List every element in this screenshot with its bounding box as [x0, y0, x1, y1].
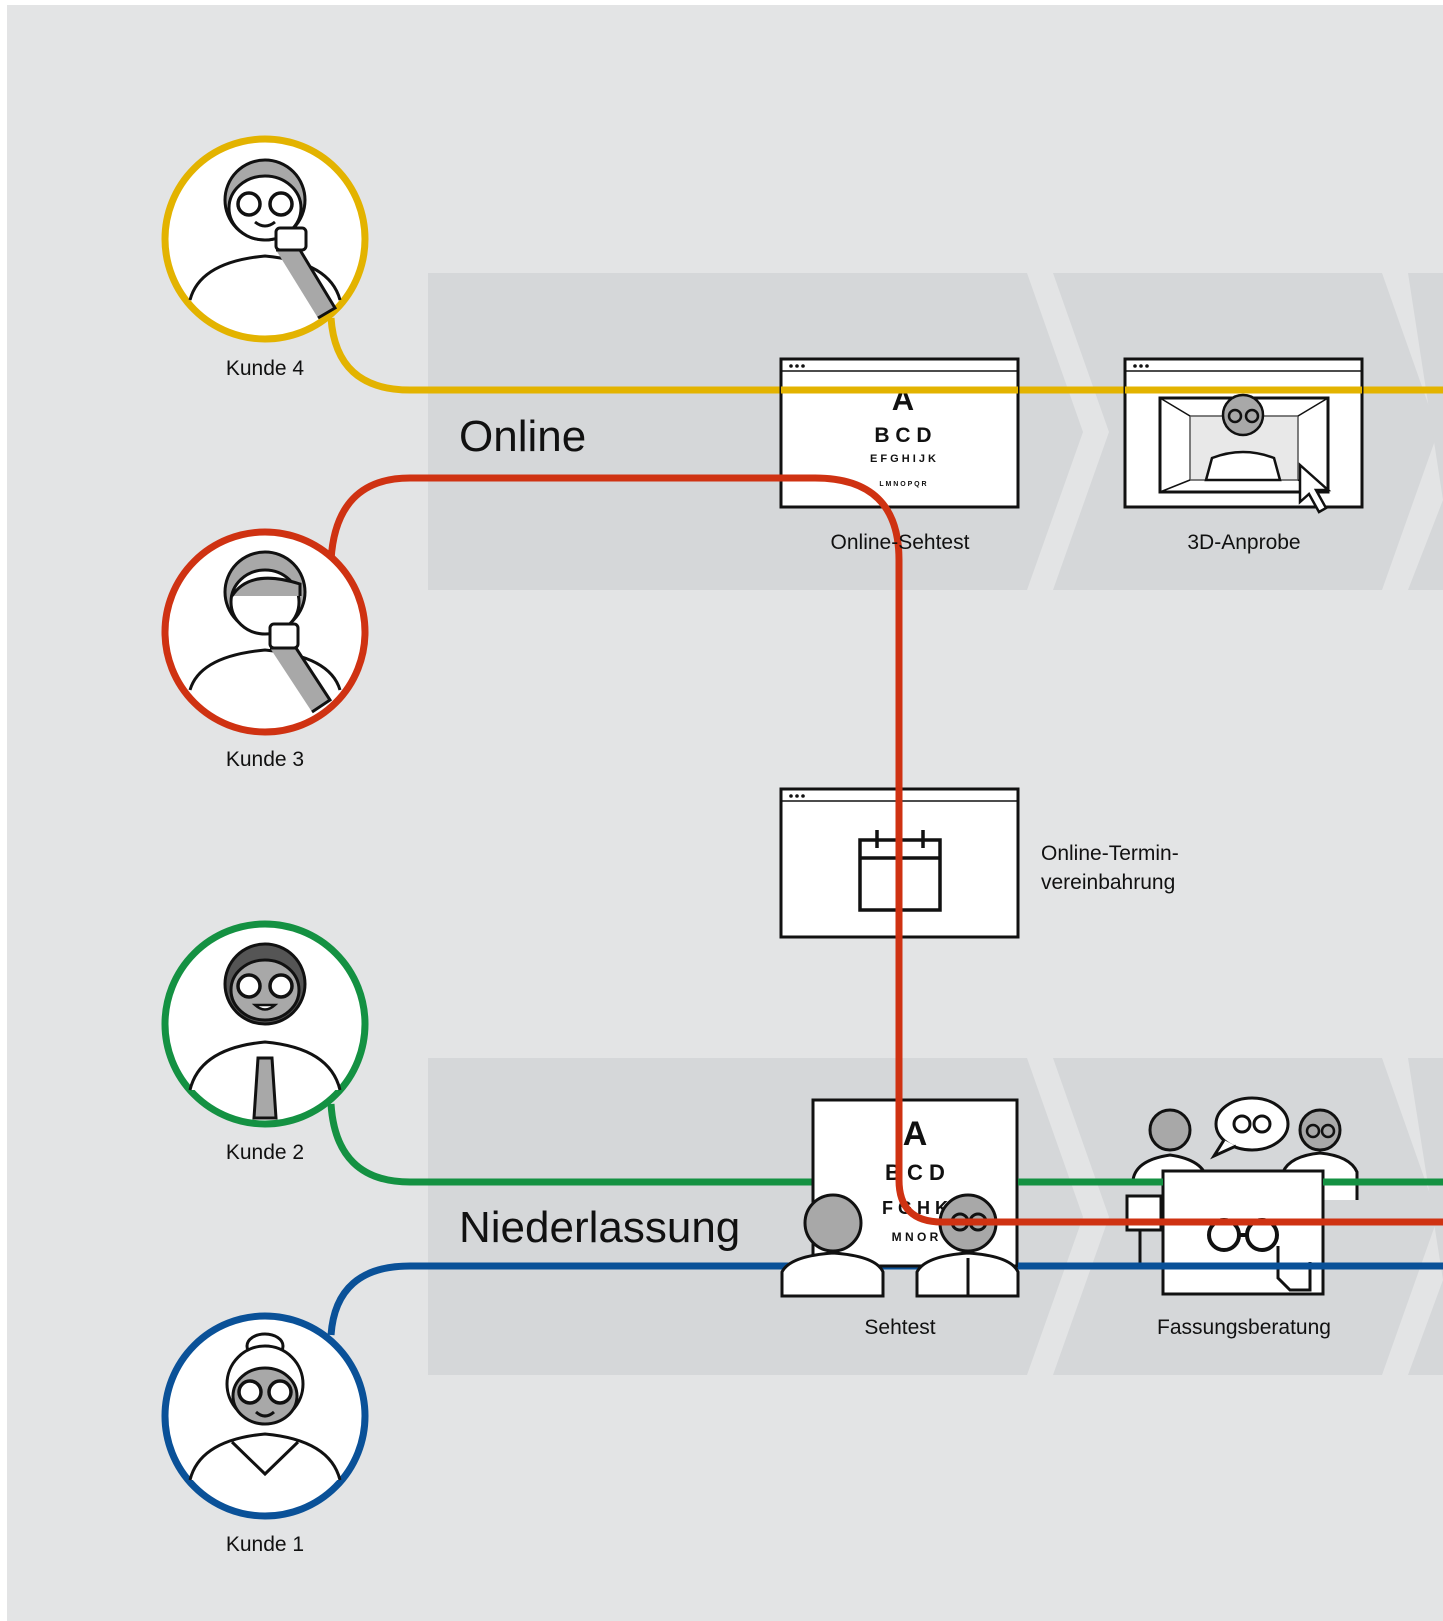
store-eye-test-illustration: A B C D F G H K M N O R: [780, 1098, 1020, 1298]
appointment-label-line-1: Online-Termin-: [1041, 842, 1179, 865]
store-eye-chart-row-4: M N O R: [892, 1230, 939, 1244]
eye-chart-row-4: L M N O P Q R: [879, 481, 926, 488]
online-eye-test-label: Online-Sehtest: [831, 531, 970, 554]
store-eye-chart-row-3: F G H K: [882, 1198, 948, 1218]
kunde-2-label: Kunde 2: [226, 1141, 304, 1164]
kunde-1-path: [327, 1262, 1443, 1336]
speech-bubble-glasses-icon: [1210, 1096, 1290, 1160]
frame-consulting-illustration: [1125, 1096, 1359, 1296]
eye-chart-row-2: B C D: [874, 424, 931, 447]
kunde-4-label: Kunde 4: [226, 357, 305, 380]
kunde-2-avatar: [161, 920, 369, 1128]
store-eye-chart-row-2: B C D: [885, 1160, 945, 1185]
kunde-3-path: [327, 474, 1443, 1226]
kunde-1-label: Kunde 1: [226, 1533, 304, 1556]
store-channel-label: Niederlassung: [459, 1203, 740, 1252]
online-band: [428, 273, 1443, 590]
kunde-3-avatar: [161, 528, 369, 736]
appointment-label-line-2: vereinbahrung: [1041, 871, 1175, 894]
online-eye-test-window: A B C D E F G H I J K L M N O P Q R: [779, 357, 1020, 509]
kunde-4-path: [327, 317, 1443, 394]
kunde-3-label: Kunde 3: [226, 748, 304, 771]
try-on-3d-window: [1123, 357, 1364, 514]
frame-consulting-label: Fassungsberatung: [1157, 1316, 1331, 1339]
kunde-1-avatar: [161, 1312, 369, 1520]
kunde-2-path: [327, 1103, 1443, 1186]
store-eye-chart-row-1: A: [903, 1115, 928, 1153]
online-channel-label: Online: [459, 412, 586, 461]
eye-chart-row-3: E F G H I J K: [870, 453, 936, 465]
try-on-3d-label: 3D-Anprobe: [1187, 531, 1300, 554]
eye-test-label: Sehtest: [864, 1316, 935, 1339]
kunde-4-avatar: [161, 135, 369, 343]
